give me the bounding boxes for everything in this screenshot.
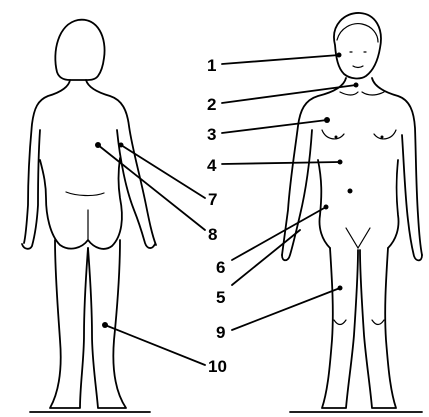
leader-7: [121, 145, 205, 198]
callout-10: 10: [208, 357, 227, 376]
front-view-figure: [282, 13, 422, 412]
front-torso-left: [282, 78, 346, 255]
back-hips: [40, 158, 122, 249]
leader-2: [222, 85, 356, 103]
marker-5: [348, 189, 353, 194]
back-view-figure: [22, 20, 156, 412]
leader-lines: [98, 55, 356, 365]
leader-4: [222, 162, 340, 164]
callout-4: 4: [207, 156, 217, 175]
front-groin: [346, 228, 370, 248]
leader-9: [232, 288, 340, 330]
front-right-leg: [360, 248, 396, 408]
leader-6: [232, 207, 326, 260]
front-collar: [340, 92, 384, 95]
body-markers: [95, 53, 359, 329]
front-breasts: [322, 130, 396, 139]
front-hair: [337, 24, 378, 42]
callout-7: 7: [208, 190, 217, 209]
back-waist-mark: [66, 192, 104, 196]
front-head: [334, 13, 381, 79]
front-right-arm: [402, 135, 422, 260]
leader-10: [105, 325, 205, 365]
callout-8: 8: [208, 225, 217, 244]
back-torso-left: [24, 80, 70, 243]
callout-3: 3: [207, 125, 216, 144]
front-left-leg: [322, 248, 358, 408]
front-nipple-right: [381, 136, 384, 139]
back-right-arm: [117, 130, 155, 248]
leader-1: [222, 55, 339, 64]
callout-numbers: 1 2 3 4 5 6 7 8 9 10: [207, 56, 227, 376]
front-hips: [318, 160, 399, 248]
front-knees: [334, 320, 384, 325]
callout-5: 5: [216, 288, 225, 307]
callout-6: 6: [216, 258, 225, 277]
front-face: [350, 52, 366, 68]
callout-1: 1: [207, 56, 216, 75]
back-head: [55, 20, 104, 80]
front-nipple-left: [335, 136, 338, 139]
back-left-arm: [22, 130, 40, 249]
back-left-leg: [50, 240, 88, 408]
callout-2: 2: [207, 95, 216, 114]
callout-9: 9: [216, 323, 225, 342]
